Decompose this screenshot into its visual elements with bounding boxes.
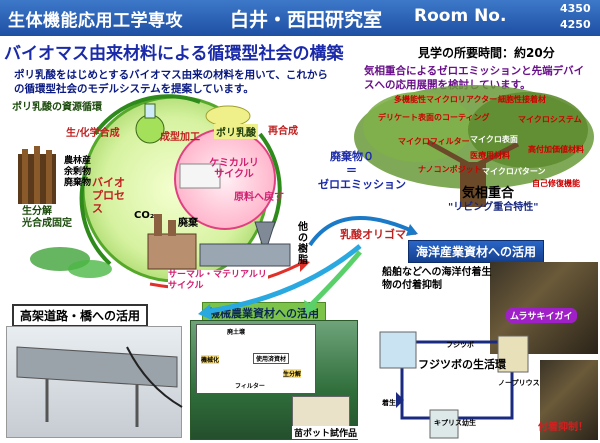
flow-arrows	[198, 244, 362, 320]
tree-label-8: マイクロ表面	[470, 135, 518, 144]
biomass-label: 農林産 余剰物 廃棄物	[64, 156, 92, 188]
course-name: 生体機能応用工学専攻	[8, 11, 183, 31]
pot-caption: 苗ポット試作品	[292, 426, 360, 439]
back-to-raw-label: 原料へ戻す	[234, 192, 284, 203]
cycle-title-marine: フジツボの生活環	[418, 358, 506, 371]
tree-label-4: マイクロシステム	[518, 115, 582, 124]
barnacle-cycle-diagram	[379, 331, 529, 439]
marine-title: 海洋産業資材への活用	[408, 240, 545, 263]
bridge-diagram	[6, 326, 183, 438]
cycle-title: ポリ乳酸の資源循環	[12, 102, 102, 113]
waste-label: 廃棄	[178, 218, 198, 229]
room-number-1: 4350	[560, 2, 591, 15]
agri-label-1: 機械化	[201, 355, 220, 364]
zero-waste-label: 廃棄物０	[330, 150, 374, 163]
tree-name: 気相重合	[462, 186, 515, 201]
tree-label-9: 自己修復機能	[532, 179, 580, 188]
zero-emission-label: ゼロエミッション	[318, 178, 406, 191]
molding-label: 成型加工	[160, 132, 200, 143]
chemical-recycle-label: ケミカルリサイクル	[209, 158, 259, 180]
resynthesis-label: 再合成	[268, 126, 298, 137]
room-number-2: 4250	[560, 18, 591, 31]
stage-barnacle: フジツボ	[446, 341, 474, 349]
oligomer-arrow	[308, 216, 418, 247]
header-bar: 生体機能応用工学専攻 白井・西田研究室 Room No. 4350 4250	[0, 0, 600, 36]
polylactic-label: ポリ乳酸	[214, 124, 258, 139]
equals-label: ＝	[346, 164, 357, 177]
tree-label-2: 細胞性接着材	[498, 95, 546, 104]
bioprocess-label: バイオプロセス	[92, 176, 125, 215]
co2-label: CO₂	[134, 210, 155, 221]
stage-settle: 着生	[382, 399, 396, 407]
tree-label-10: 高付加価値材料	[528, 145, 584, 154]
biodegrade-label: 生分解	[22, 206, 52, 217]
photosynthesis-label: 光合成固定	[22, 218, 72, 229]
main-title: バイオマス由来材料による循環型社会の構築	[4, 44, 344, 64]
tree-label-7: マイクロパターン	[482, 167, 546, 176]
thermal-recycle-label: サーマル・マテリアルリサイクル	[168, 270, 268, 292]
intro-left: ポリ乳酸をはじめとするバイオマス由来の材料を用いて、これからの循環型社会のモデル…	[14, 69, 328, 95]
other-resin-label: 他の樹脂	[298, 222, 308, 266]
suppress-label: 付着抑制！	[538, 422, 588, 433]
pipe-photo	[540, 360, 598, 440]
tree-diagram	[354, 85, 594, 207]
tree-label-3: デリケート表面のコーティング	[378, 113, 490, 122]
agri-label-2: 使用済資材	[253, 353, 290, 364]
lab-name: 白井・西田研究室	[230, 9, 383, 31]
tree-label-11: 医療用材料	[470, 151, 510, 160]
visit-time: 見学の所要時間：約20分	[418, 46, 555, 60]
agri-label-0: 廃土壌	[227, 329, 246, 336]
agri-label-3: 生分解	[283, 369, 302, 378]
bio-synthesis-label: 生/化学合成	[66, 128, 120, 139]
stage-nauplius: ノープリウス幼生	[498, 379, 554, 387]
tree-label-5: マイクロフィルター	[398, 137, 470, 146]
agri-label-4: フィルター	[235, 383, 265, 390]
agri-flow-diagram: 廃土壌 機械化 使用済資材 生分解 フィルター	[196, 324, 316, 394]
tree-subtitle: "リビング重合特性"	[448, 202, 539, 213]
tree-label-1: 多機能性マイクロリアクター	[394, 95, 498, 104]
stage-cypris: キプリス幼生	[434, 419, 476, 427]
marine-desc: 船舶などへの海洋付着生物の付着抑制	[382, 267, 492, 291]
bridge-title: 高架道路・橋への活用	[12, 304, 149, 327]
room-label: Room No.	[414, 6, 507, 26]
species-badge: ムラサキイガイ	[506, 308, 577, 323]
oligomer-label: 乳酸オリゴマー	[340, 228, 417, 241]
tree-label-6: ナノコンポジット	[418, 165, 482, 174]
